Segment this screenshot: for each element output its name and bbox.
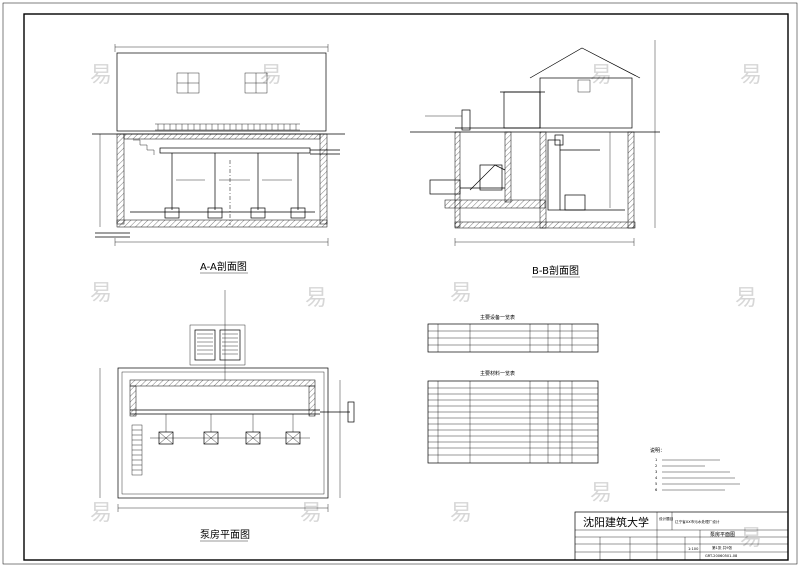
inner-frame <box>23 13 789 561</box>
title-block-scale: 1:100 <box>688 547 699 551</box>
watermark: 易 <box>590 63 612 88</box>
plan-drawing <box>99 290 355 512</box>
note-line: 2 <box>655 464 657 468</box>
title-block-design-label: 设计题目 <box>659 516 673 521</box>
title-block-drawing-code: GRT-20060501-08 <box>705 554 738 558</box>
watermark: 易 <box>260 63 282 88</box>
note-line: 4 <box>655 476 658 480</box>
watermark: 易 <box>305 286 327 311</box>
note-line: 5 <box>655 482 657 486</box>
section-bb-drawing <box>410 40 660 246</box>
title-block-school: 沈阳建筑大学 <box>583 515 649 529</box>
notes-block: 说明： 1 2 3 4 5 6 <box>650 447 740 492</box>
watermark: 易 <box>300 501 322 526</box>
watermark: 易 <box>90 281 112 306</box>
section-aa-title: A-A剖面图 <box>200 260 247 273</box>
note-line: 6 <box>655 488 658 492</box>
watermark: 易 <box>735 286 757 311</box>
watermark-layer: 易 易 易 易 易 易 易 易 易 易 易 易 易 <box>90 63 762 551</box>
watermark: 易 <box>740 526 762 551</box>
section-aa-drawing <box>92 44 345 246</box>
watermark: 易 <box>590 481 612 506</box>
note-line: 3 <box>655 470 657 474</box>
watermark: 易 <box>90 63 112 88</box>
watermark: 易 <box>90 501 112 526</box>
plan-title: 泵房平面图 <box>200 528 250 541</box>
material-table-title: 主要材料一览表 <box>480 370 515 377</box>
title-block-sheet-no: 第1张 共9张 <box>712 545 732 550</box>
material-table: 主要材料一览表 <box>427 370 599 464</box>
watermark: 易 <box>740 63 762 88</box>
title-block-design-title: 辽宁省XX市污水处理厂设计 <box>675 519 720 524</box>
watermark: 易 <box>450 281 472 306</box>
title-block-drawing-name: 泵房平面图 <box>710 531 735 538</box>
equipment-table-title: 主要设备一览表 <box>480 314 515 321</box>
notes-heading: 说明： <box>650 447 665 454</box>
equipment-table: 主要设备一览表 <box>427 314 599 353</box>
section-bb-title: B-B剖面图 <box>532 264 579 277</box>
title-block: 沈阳建筑大学 设计题目 辽宁省XX市污水处理厂设计 泵房平面图 1:100 第1… <box>574 511 789 561</box>
note-line: 1 <box>655 458 657 462</box>
watermark: 易 <box>450 501 472 526</box>
